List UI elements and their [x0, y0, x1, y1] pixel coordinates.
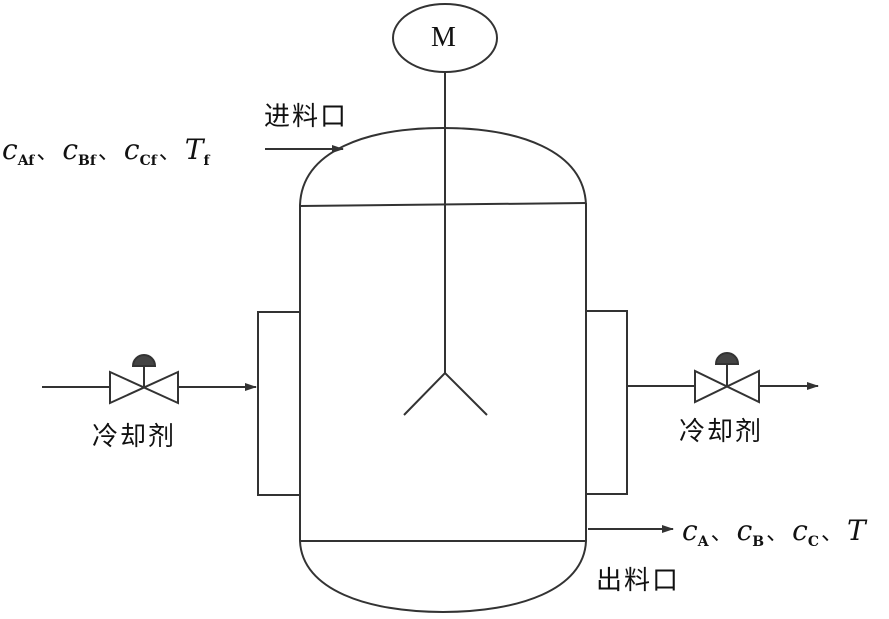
- feed-inlet-label: 进料口: [264, 102, 349, 132]
- motor-label: M: [431, 22, 456, 53]
- coolant-inlet-valve: [109, 370, 179, 405]
- cooling-jacket-left: [257, 311, 301, 496]
- product-var-3: cC、: [792, 514, 843, 550]
- cooling-jacket-right: [585, 310, 628, 495]
- feed-var-3: cCf、: [123, 133, 181, 169]
- vessel-top-seam: [299, 202, 587, 207]
- product-var-4: T: [846, 514, 866, 547]
- coolant-inlet-valve-actuator: [131, 354, 157, 367]
- product-var-2: cB、: [736, 514, 789, 550]
- feed-var-4: Tf: [184, 133, 210, 169]
- coolant-outlet-valve-actuator: [714, 352, 740, 365]
- feed-var-2: cBf、: [62, 133, 120, 169]
- feed-var-1: cAf、: [2, 133, 59, 169]
- vessel-top-head: [299, 126, 587, 206]
- vessel-bottom-head: [299, 540, 587, 614]
- feed-composition-label: cAf、cBf、cCf、Tf: [2, 133, 216, 169]
- coolant-outlet-valve: [694, 369, 760, 404]
- product-outlet-label: 出料口: [596, 566, 681, 596]
- agitator-impeller: [403, 371, 488, 416]
- product-var-1: cA、: [682, 514, 733, 550]
- coolant-inlet-label: 冷却剂: [92, 422, 177, 452]
- coolant-outlet-label: 冷却剂: [679, 417, 764, 447]
- product-composition-label: cA、cB、cC、T: [682, 514, 872, 550]
